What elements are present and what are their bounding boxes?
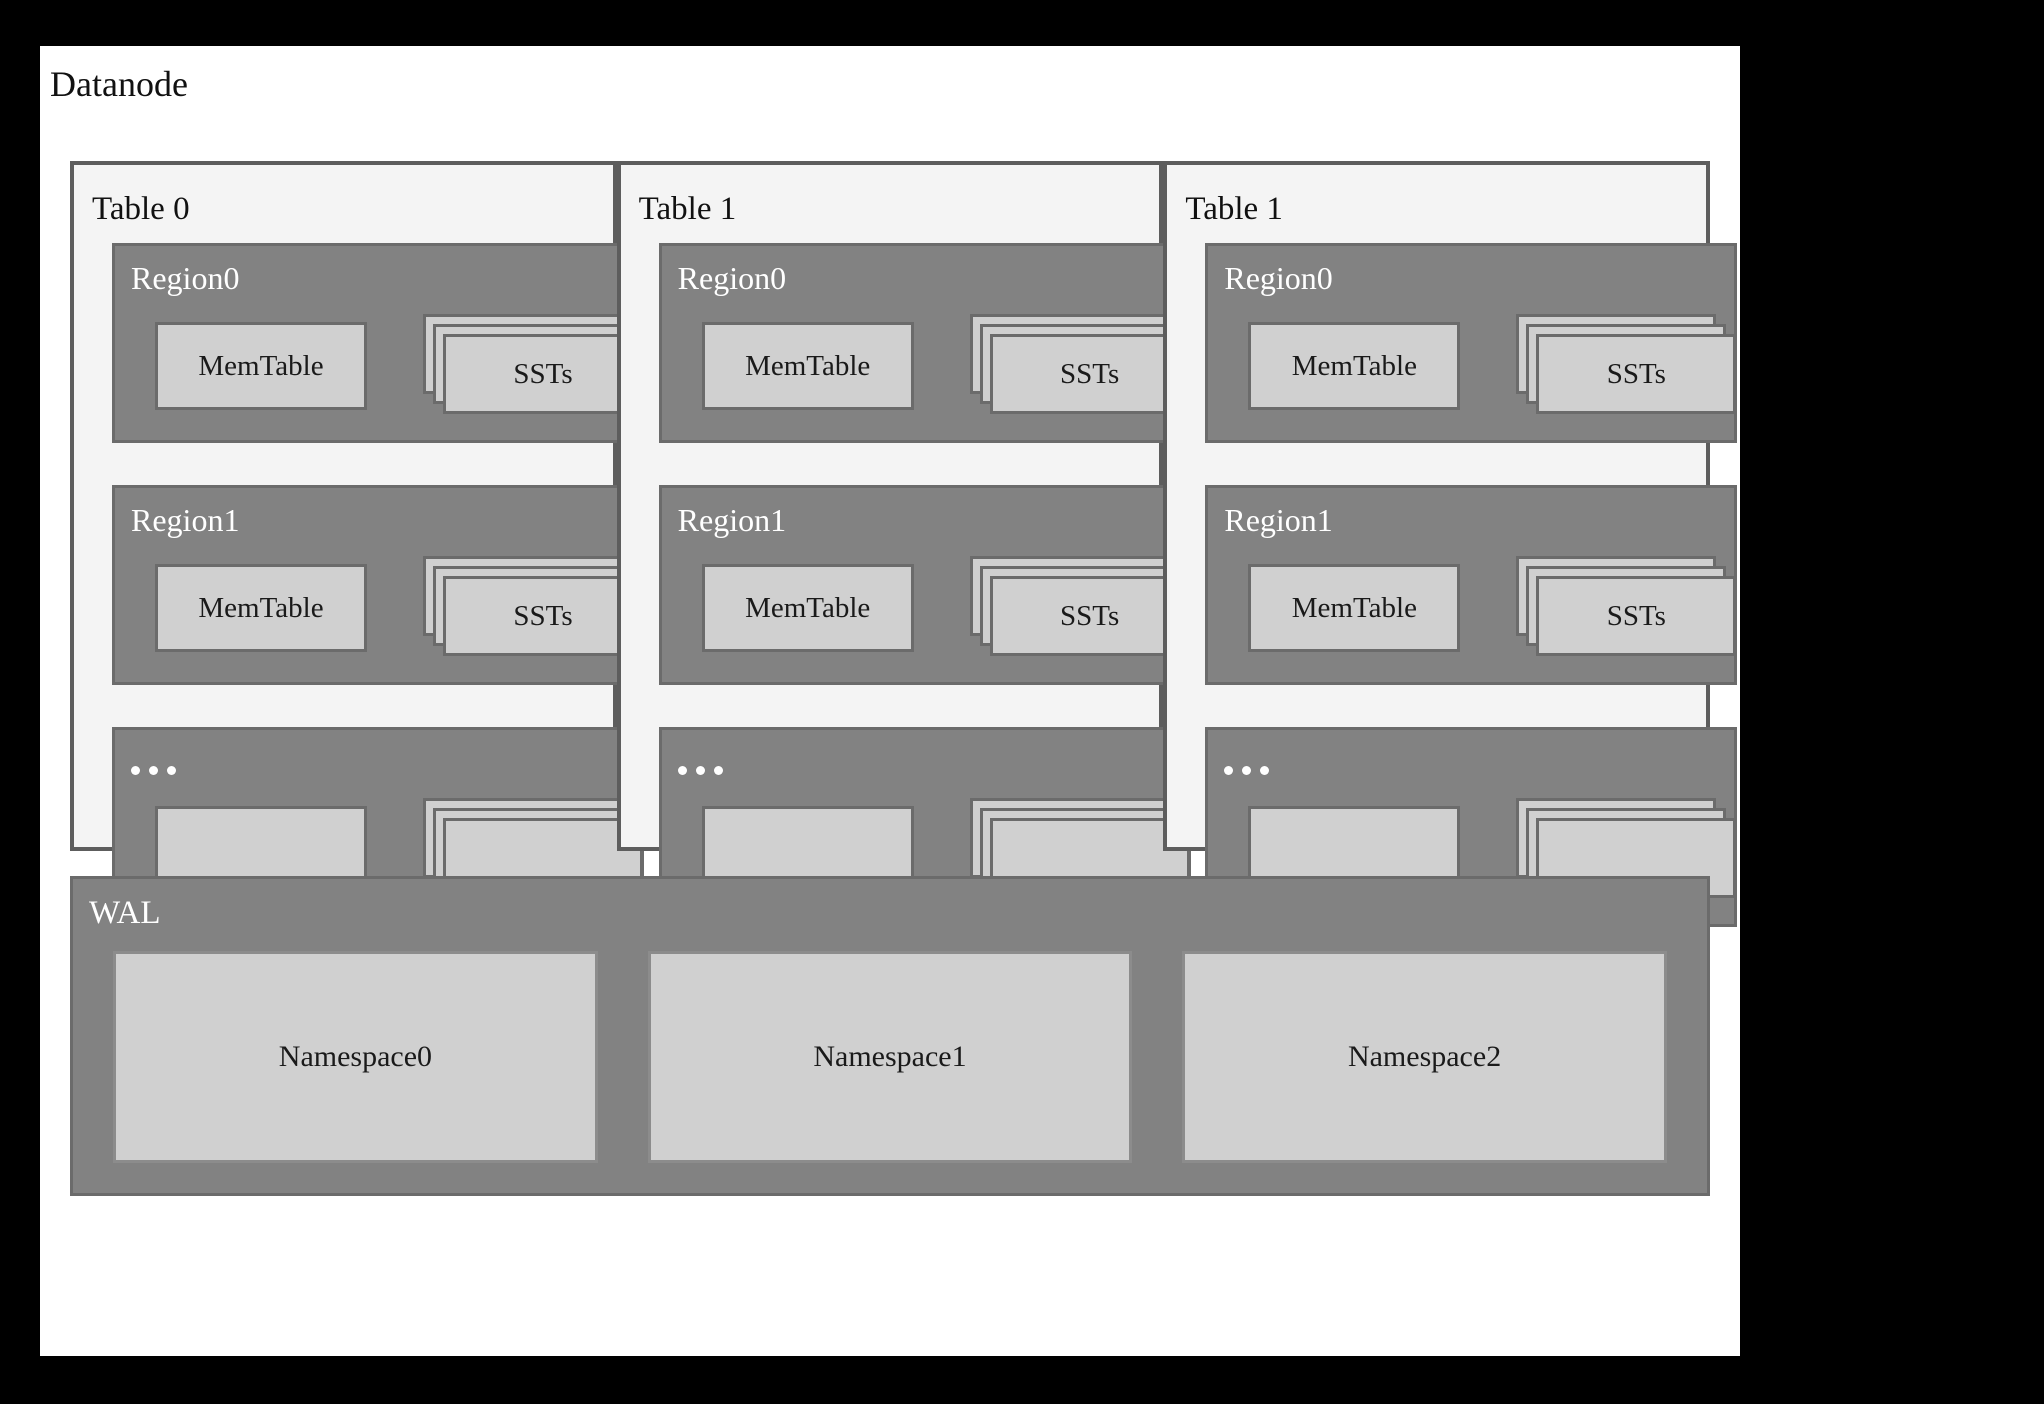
sst-stack[interactable]: SSTs [1516, 314, 1748, 422]
memtable-box[interactable]: MemTable [701, 564, 914, 652]
region-body: MemTable SSTs [701, 314, 1190, 418]
region-title: Region0 [677, 260, 787, 296]
namespace-box[interactable]: Namespace0 [113, 951, 598, 1163]
table-panel-title: Table 1 [638, 191, 737, 227]
sst-box: SSTs [443, 576, 643, 656]
region-more[interactable] [1205, 727, 1738, 927]
region-title: Region1 [677, 502, 787, 538]
datanode-title: Datanode [50, 64, 188, 104]
region-body: MemTable SSTs [155, 556, 643, 660]
memtable-box[interactable]: MemTable [1248, 322, 1461, 410]
region-body: MemTable SSTs [701, 556, 1190, 660]
sst-box: SSTs [443, 334, 643, 414]
table-panel-title: Table 0 [92, 191, 190, 227]
region-body: MemTable SSTs [1248, 556, 1737, 660]
table-panel-title: Table 1 [1185, 191, 1283, 227]
sst-box: SSTs [989, 576, 1190, 656]
namespace-box[interactable]: Namespace1 [647, 951, 1133, 1163]
sst-stack[interactable]: SSTs [969, 556, 1202, 664]
wal-title: WAL [89, 895, 161, 931]
memtable-box[interactable]: MemTable [1248, 564, 1461, 652]
ellipsis-icon [1224, 766, 1270, 775]
sst-stack[interactable]: SSTs [1516, 556, 1748, 664]
region-title: Region0 [131, 260, 240, 296]
sst-stack[interactable]: SSTs [423, 556, 655, 664]
memtable-box[interactable]: MemTable [155, 564, 367, 652]
region-body: MemTable SSTs [1248, 314, 1737, 418]
region-body: MemTable SSTs [155, 314, 643, 418]
sst-box: SSTs [989, 334, 1190, 414]
region-title: Region0 [1224, 260, 1333, 296]
sst-stack[interactable]: SSTs [969, 314, 1202, 422]
region-title: Region1 [1224, 502, 1333, 538]
ellipsis-icon [677, 766, 723, 775]
sst-box: SSTs [1536, 576, 1737, 656]
namespace-box[interactable]: Namespace2 [1182, 951, 1667, 1163]
memtable-box[interactable]: MemTable [701, 322, 914, 410]
sst-box: SSTs [1536, 334, 1737, 414]
ellipsis-icon [131, 766, 176, 775]
sst-stack[interactable]: SSTs [423, 314, 655, 422]
memtable-box[interactable]: MemTable [155, 322, 367, 410]
region-title: Region1 [131, 502, 240, 538]
